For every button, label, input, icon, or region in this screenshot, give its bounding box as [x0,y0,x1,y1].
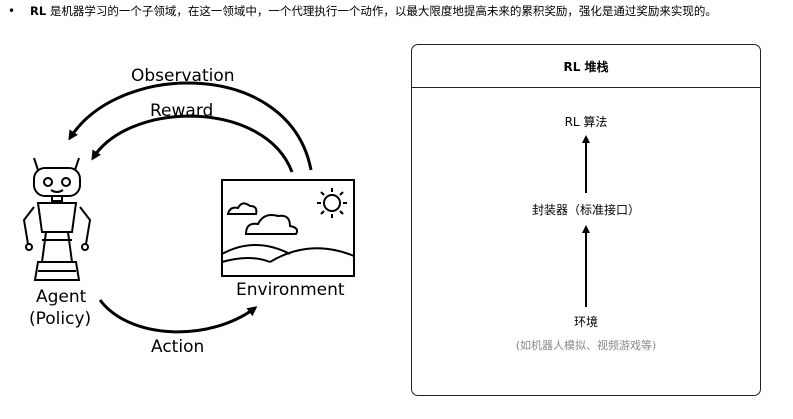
robot-agent-icon [22,157,92,281]
policy-label: (Policy) [29,309,92,329]
agent-label: Agent [36,287,87,307]
observation-arrow [68,81,313,171]
reward-arrow [91,114,294,173]
action-label: Action [151,337,205,357]
stack-arrows [582,135,590,307]
reward-label: Reward [150,101,214,121]
action-arrow [98,299,258,334]
observation-label: Observation [131,66,235,86]
stack-layer-algorithm: RL 算法 [564,115,608,129]
intro-bullet: • RL 是机器学习的一个子领域，在这一领域中，一个代理执行一个动作，以最大限度地… [8,3,717,19]
environment-label: Environment [236,280,345,300]
stack-layer-environment: 环境 [573,315,598,329]
stack-layer-environment-examples: (如机器人模拟、视频游戏等) [515,339,657,352]
bullet-dot: • [8,4,16,18]
bullet-text: 是机器学习的一个子领域，在这一领域中，一个代理执行一个动作，以最大限度地提高未来… [46,4,717,18]
environment-picture-icon [221,179,355,277]
stack-layer-wrapper: 封装器（标准接口） [531,203,640,217]
bullet-term: RL [30,4,47,18]
rl-stack-title: RL 堆栈 [412,45,760,88]
rl-stack-panel: RL 堆栈 RL 算法 封装器（标准接口） 环境 (如机器人模拟、视频游戏等) [411,44,761,396]
